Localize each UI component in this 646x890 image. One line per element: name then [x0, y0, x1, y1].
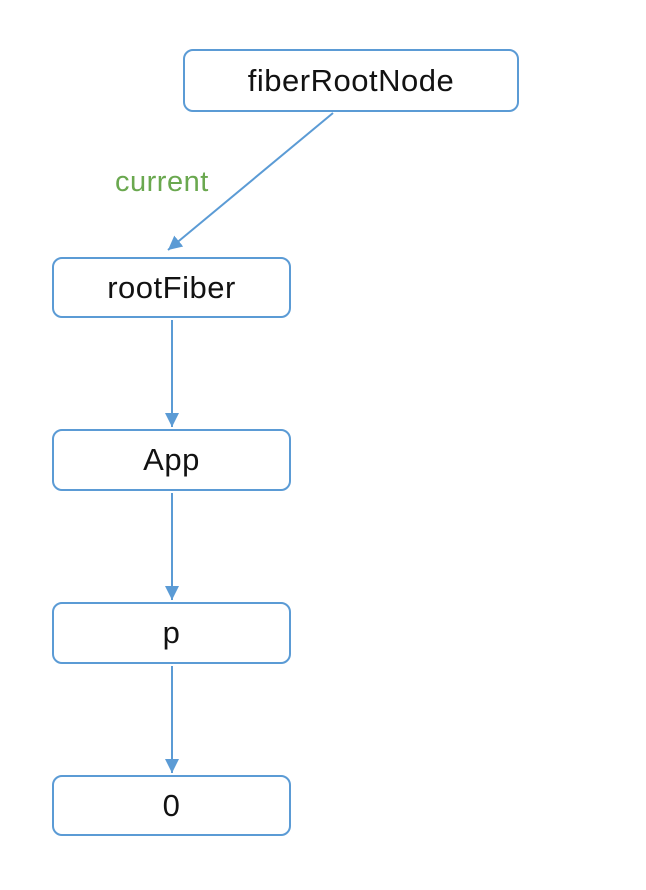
- node-0: 0: [52, 775, 291, 836]
- node-label: fiberRootNode: [247, 62, 455, 98]
- node-label: 0: [162, 787, 181, 823]
- node-p: p: [52, 602, 291, 664]
- node-app: App: [52, 429, 291, 491]
- edge-current-label: current: [115, 166, 209, 198]
- node-label: App: [143, 442, 200, 477]
- node-root-fiber: rootFiber: [52, 257, 291, 318]
- node-fiber-root-node: fiberRootNode: [183, 49, 519, 112]
- node-label: p: [162, 615, 181, 650]
- node-label: rootFiber: [107, 269, 236, 305]
